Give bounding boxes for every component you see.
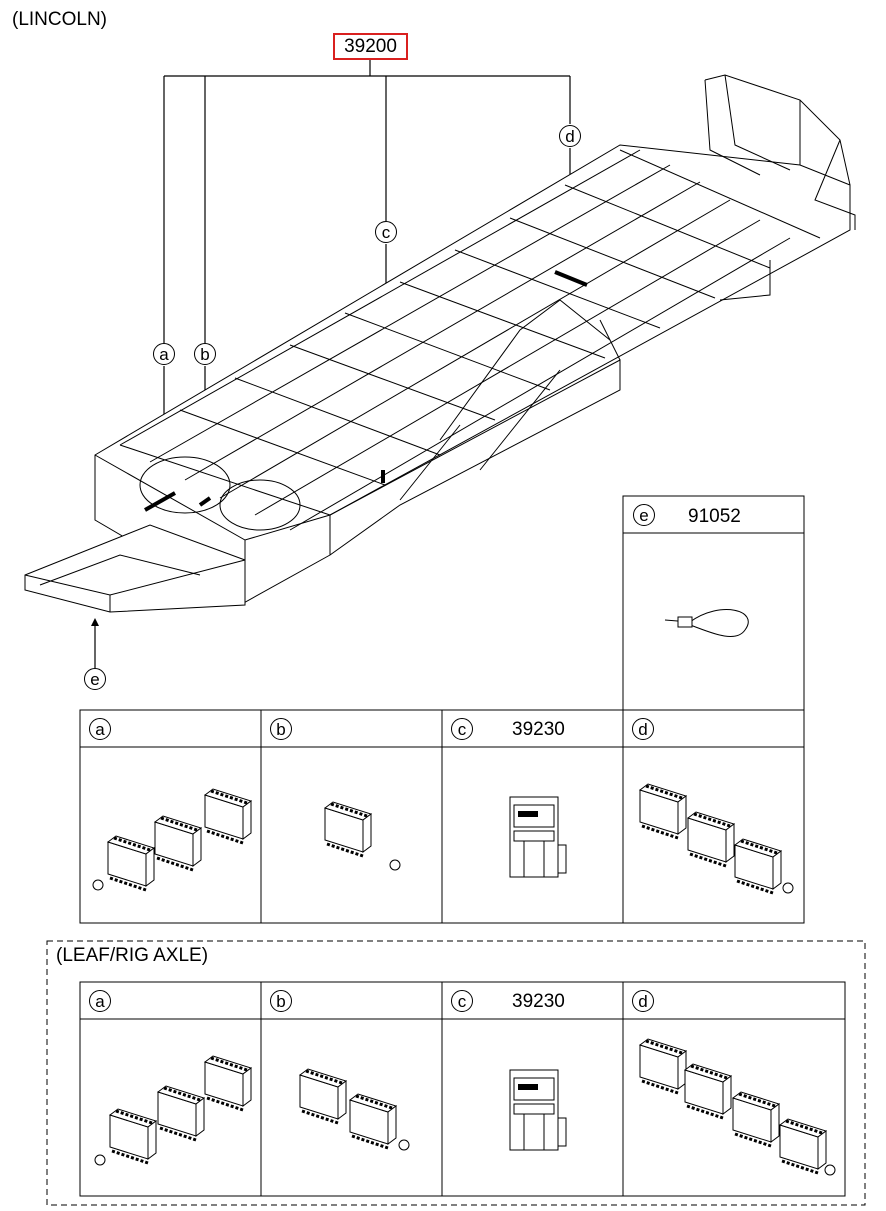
fuse-block-c-leaf	[509, 1069, 567, 1151]
leaf-section-frame	[46, 940, 866, 1206]
lincoln-col-a-letter: a	[89, 718, 111, 740]
variant-label-leaf: (LEAF/RIG AXLE)	[56, 945, 209, 966]
callout-e[interactable]: e	[84, 668, 106, 690]
connector-set-d-leaf	[638, 1037, 836, 1176]
variant-label-lincoln: (LINCOLN)	[12, 9, 108, 30]
lincoln-col-d-letter: d	[632, 718, 654, 740]
connector-set-a-lincoln	[92, 787, 253, 892]
lincoln-col-b-letter: b	[270, 718, 292, 740]
callout-b[interactable]: b	[194, 343, 216, 365]
connector-b-lincoln	[323, 800, 401, 871]
leaf-col-c-letter: c	[451, 990, 473, 1012]
cable-tie-drawing	[664, 609, 749, 637]
connector-set-b-leaf	[298, 1067, 410, 1151]
connector-set-a-leaf	[94, 1054, 253, 1166]
box-e-letter: e	[633, 504, 655, 526]
chassis-frame	[24, 74, 856, 613]
lincoln-table-frame	[79, 709, 805, 924]
main-part-number[interactable]: 39200	[333, 33, 408, 60]
leaf-col-c-part-number[interactable]: 39230	[512, 991, 565, 1012]
lincoln-col-c-part-number[interactable]: 39230	[512, 719, 565, 740]
box-e-frame	[622, 495, 805, 711]
callout-d[interactable]: d	[559, 125, 581, 147]
leaf-col-d-letter: d	[632, 990, 654, 1012]
connector-set-d-lincoln	[638, 782, 794, 895]
lincoln-col-c-letter: c	[451, 718, 473, 740]
leaf-col-b-letter: b	[270, 990, 292, 1012]
fuse-block-c-lincoln	[509, 796, 567, 878]
callout-a[interactable]: a	[153, 343, 175, 365]
leaf-col-a-letter: a	[89, 990, 111, 1012]
callout-c[interactable]: c	[375, 221, 397, 243]
leaf-table-frame	[79, 981, 846, 1197]
box-e-part-number[interactable]: 91052	[688, 506, 741, 527]
